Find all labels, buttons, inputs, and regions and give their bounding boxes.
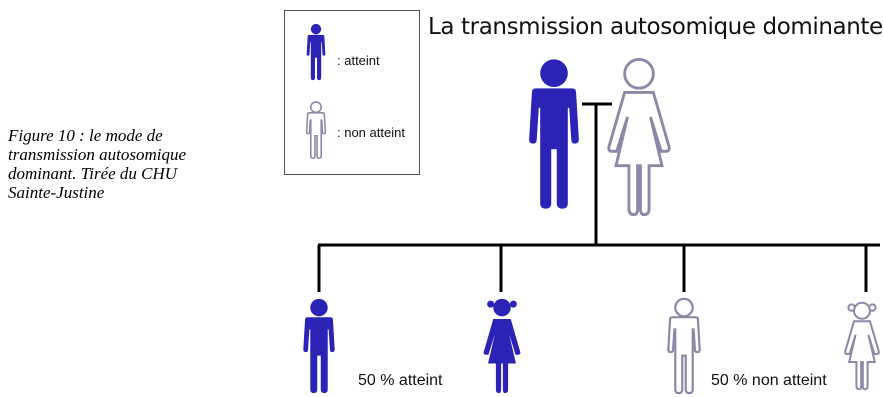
legend-box: : atteint : non atteint xyxy=(284,10,420,175)
child-2-affected-girl-icon xyxy=(483,298,521,394)
affected-male-icon xyxy=(306,23,326,81)
child-3-unaffected-boy-icon xyxy=(667,297,701,395)
legend-affected-label: : atteint xyxy=(337,53,380,68)
figure-caption: Figure 10 : le mode de transmission auto… xyxy=(8,126,258,202)
caption-line-3: dominant. Tirée du CHU xyxy=(8,164,178,183)
unaffected-male-icon xyxy=(305,101,327,159)
caption-line-2: transmission autosomique xyxy=(8,145,187,164)
affected-percentage-label: 50 % atteint xyxy=(358,372,443,389)
mother-unaffected-icon xyxy=(607,58,671,217)
diagram-title: La transmission autosomique dominante xyxy=(428,14,883,40)
caption-line-1: Figure 10 : le mode de xyxy=(8,126,163,145)
unaffected-percentage-label: 50 % non atteint xyxy=(711,372,827,389)
father-affected-icon xyxy=(529,59,579,209)
legend-unaffected-label: : non atteint xyxy=(337,125,405,140)
child-4-unaffected-girl-icon xyxy=(844,301,880,391)
caption-line-4: Sainte-Justine xyxy=(8,183,105,202)
child-1-affected-boy-icon xyxy=(303,298,335,394)
